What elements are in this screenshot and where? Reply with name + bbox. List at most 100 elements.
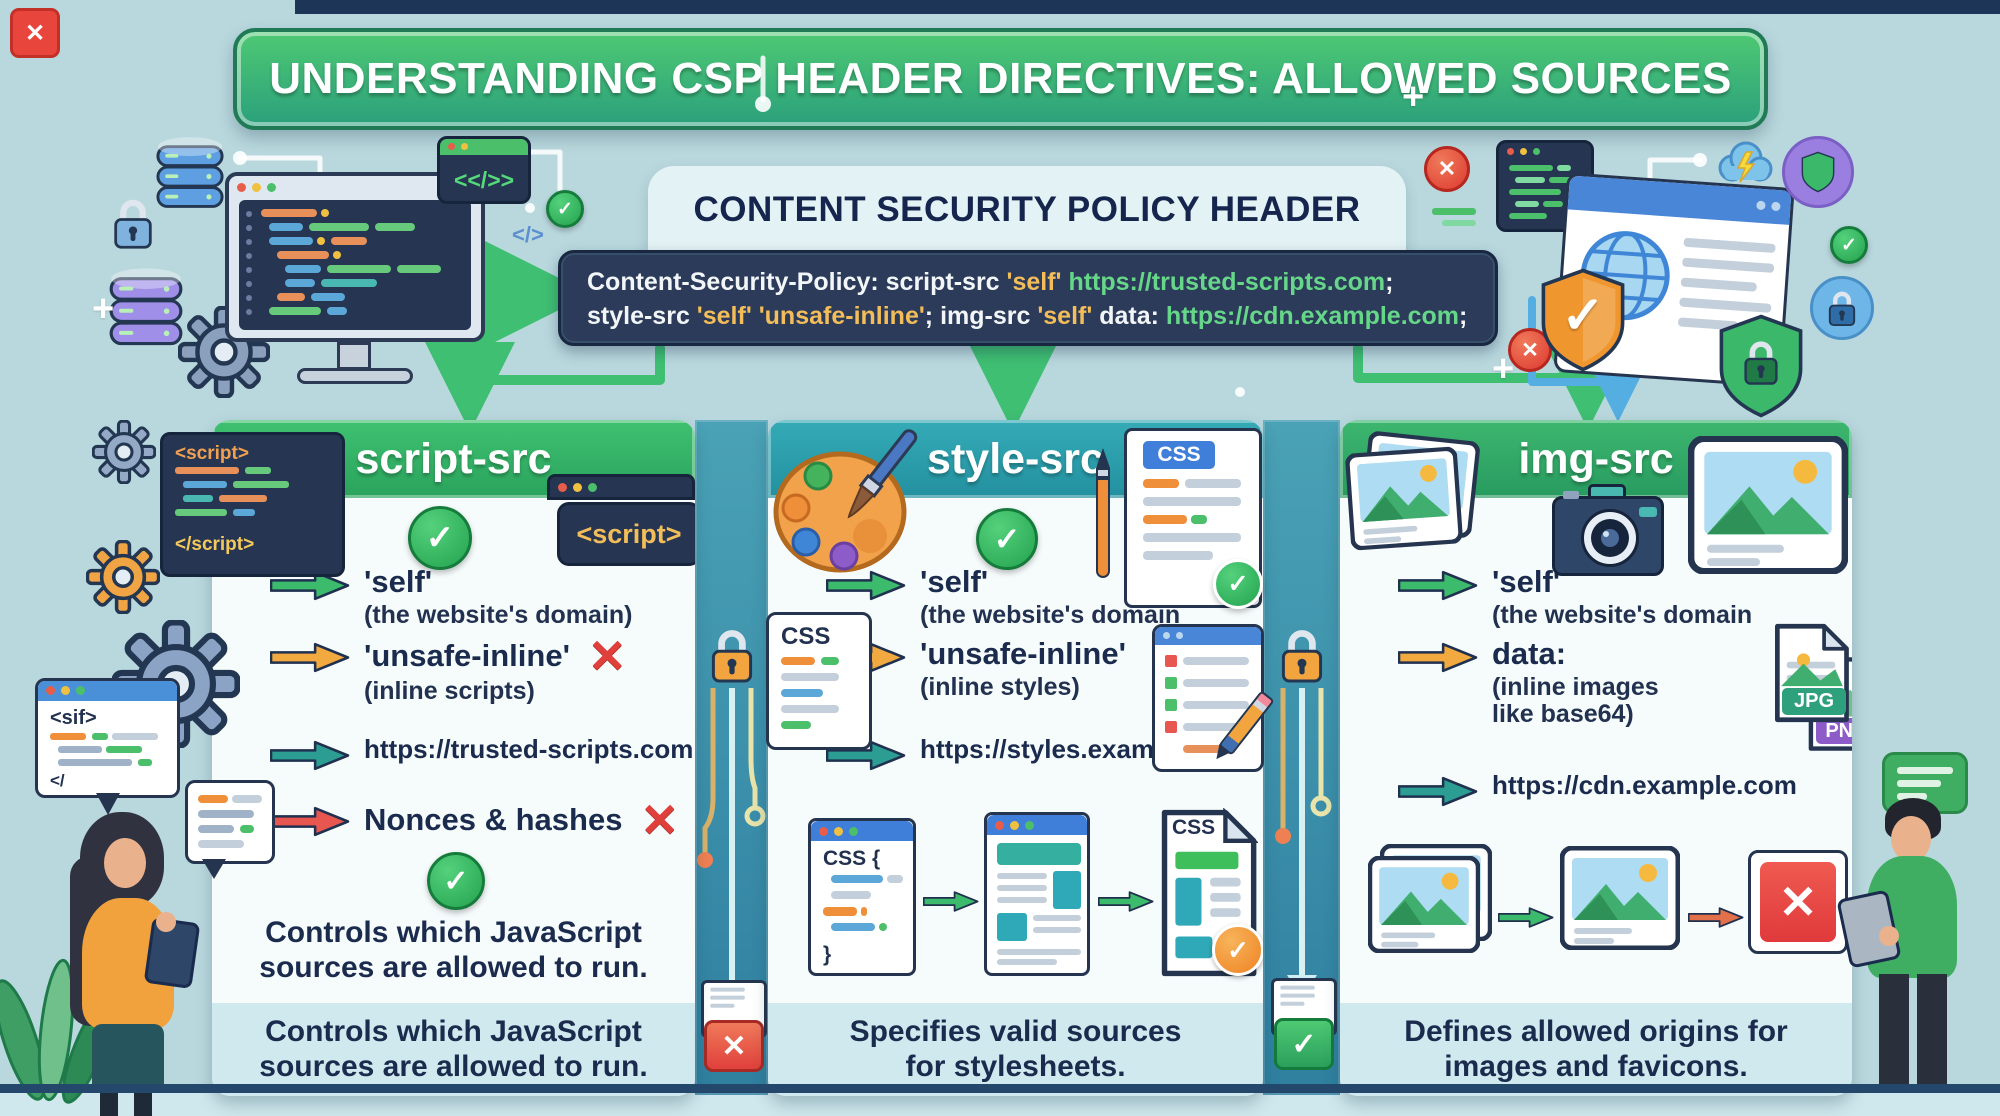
leg bbox=[1879, 974, 1909, 1084]
code-keyword: 'unsafe-inline' bbox=[758, 302, 925, 330]
blocked-badge-icon: ✕ bbox=[704, 1020, 764, 1072]
script-close-label: </script> bbox=[175, 534, 255, 555]
code-speech-bubble: <sif> </ bbox=[35, 678, 180, 815]
script-badge-window bbox=[547, 474, 695, 500]
window-dots-icon bbox=[1756, 200, 1781, 212]
camera-body bbox=[1552, 491, 1664, 576]
shield-lock-icon bbox=[1716, 312, 1806, 424]
window-dots-icon bbox=[1507, 148, 1540, 155]
plus-sparkle-icon: + bbox=[92, 288, 115, 330]
flow-arrow-icon bbox=[1098, 891, 1154, 912]
directive-title: 'unsafe-inline' bbox=[364, 638, 570, 674]
cross-icon: ✕ bbox=[721, 1029, 747, 1063]
code-text: ; bbox=[1459, 302, 1468, 330]
gutter-band-2: ✓ bbox=[1263, 420, 1340, 1095]
dash-lines bbox=[1432, 208, 1476, 226]
window-dots-icon bbox=[237, 183, 276, 192]
png-label: PNG bbox=[1816, 718, 1852, 744]
css-close-label: } bbox=[823, 943, 832, 966]
directive-item-self: 'self' (the website's domain) bbox=[270, 565, 633, 629]
css-document: CSS ✓ bbox=[1124, 428, 1263, 609]
person-woman bbox=[52, 812, 201, 1116]
lock-icon bbox=[1742, 338, 1780, 386]
padlock-icon bbox=[709, 626, 755, 684]
face bbox=[1891, 816, 1931, 862]
lock-badge-icon bbox=[1810, 276, 1874, 340]
palette-icon bbox=[773, 429, 918, 573]
checklist-panel-icon bbox=[1152, 624, 1264, 772]
doc-shape bbox=[1768, 618, 1852, 728]
code-url: https://cdn.example.com bbox=[1165, 302, 1460, 330]
directive-text: 'unsafe-inline'✕ (inline scripts) bbox=[364, 630, 627, 705]
window-titlebar bbox=[1155, 627, 1261, 645]
style-src-footer: Specifies valid sources for stylesheets. bbox=[768, 1003, 1263, 1096]
leg bbox=[1917, 974, 1947, 1084]
script-tag-badge: <script> bbox=[557, 502, 695, 566]
script-src-title: script-src bbox=[355, 434, 552, 483]
lock-icon bbox=[112, 196, 154, 250]
code-keyword: 'self' bbox=[1037, 302, 1093, 330]
cross-icon: ✕ bbox=[1521, 338, 1539, 362]
doc-lines bbox=[1280, 985, 1315, 1006]
script-src-note: Controls which JavaScript sources are al… bbox=[259, 916, 648, 984]
directive-item-data: data: (inline images like base64) bbox=[1398, 637, 1702, 729]
person-man bbox=[1836, 798, 2000, 1098]
landscape-photo-icon bbox=[1688, 436, 1848, 574]
flow-arrow-icon bbox=[270, 642, 350, 673]
window-dots-icon bbox=[558, 483, 597, 492]
window-dots-icon bbox=[819, 827, 858, 836]
page-title: UNDERSTANDING CSP HEADER DIRECTIVES: ALL… bbox=[269, 54, 1732, 103]
cross-icon: ✕ bbox=[1778, 876, 1818, 928]
code-editor-screen bbox=[239, 200, 471, 330]
css-file-icon: CSS bbox=[766, 612, 872, 750]
red-x-badge-icon: ✕ bbox=[1424, 146, 1470, 192]
directive-subtitle: (the website's domain bbox=[1492, 600, 1753, 629]
code-lines bbox=[175, 467, 289, 516]
css-label: CSS bbox=[1172, 816, 1216, 839]
directive-text: 'self' (the website's domain) bbox=[364, 565, 633, 629]
code-text bbox=[752, 302, 759, 330]
img-src-footer: Defines allowed origins for images and f… bbox=[1340, 1003, 1852, 1096]
flow-arrow-icon bbox=[923, 891, 979, 912]
directive-item-unsafe-inline: 'unsafe-inline'✕ (inline scripts) bbox=[270, 630, 627, 705]
photo-stack-icon bbox=[1348, 436, 1478, 576]
page-wireframe bbox=[997, 843, 1081, 965]
sif-label: <sif> bbox=[50, 707, 97, 729]
photo-icon bbox=[1368, 856, 1480, 953]
csp-code-line-2: style-src 'self' 'unsafe-inline'; img-sr… bbox=[587, 299, 1495, 333]
doc-lines bbox=[710, 987, 745, 1008]
window-titlebar bbox=[987, 815, 1087, 835]
footer-text: Controls which JavaScript sources are al… bbox=[259, 1015, 648, 1083]
circuit-traces bbox=[1275, 688, 1332, 988]
photo-icon bbox=[1345, 446, 1463, 551]
gutter-band-1: ✕ bbox=[695, 420, 768, 1095]
cross-panel: ✕ bbox=[1760, 862, 1836, 942]
sif-close-label: </ bbox=[50, 771, 65, 790]
title-banner: UNDERSTANDING CSP HEADER DIRECTIVES: ALL… bbox=[233, 28, 1768, 130]
cloud-bolt-icon bbox=[1718, 141, 1773, 183]
code-text: data: bbox=[1092, 302, 1166, 330]
check-circle-icon: ✓ bbox=[1830, 226, 1868, 264]
directive-item-self: 'self' (the website's domain bbox=[1398, 565, 1753, 629]
directive-title: https://trusted-scripts.com bbox=[364, 734, 694, 764]
paintbrush-icon bbox=[1092, 448, 1114, 598]
csp-panel-title: CONTENT SECURITY POLICY HEADER bbox=[693, 190, 1361, 229]
check-circle-icon: ✓ bbox=[1212, 924, 1263, 976]
code-lines bbox=[823, 875, 903, 931]
css-label: CSS bbox=[781, 623, 831, 650]
window-dots-icon bbox=[995, 821, 1034, 830]
hand bbox=[1879, 926, 1899, 946]
webpage-preview-icon bbox=[984, 812, 1090, 976]
script-tag-label: <script> bbox=[576, 518, 682, 549]
style-src-title: style-src bbox=[927, 434, 1104, 483]
flow-arrow-icon bbox=[1398, 642, 1478, 673]
cross-icon: ✕ bbox=[24, 19, 46, 47]
directive-subtitle: (inline images like base64) bbox=[1492, 672, 1659, 729]
code-lines bbox=[198, 795, 262, 848]
check-icon: ✓ bbox=[1291, 1027, 1317, 1061]
directive-subtitle: (the website's domain) bbox=[364, 600, 633, 629]
baseline bbox=[0, 1084, 2000, 1093]
cross-icon: ✕ bbox=[587, 630, 627, 682]
check-icon: ✓ bbox=[1227, 934, 1249, 965]
